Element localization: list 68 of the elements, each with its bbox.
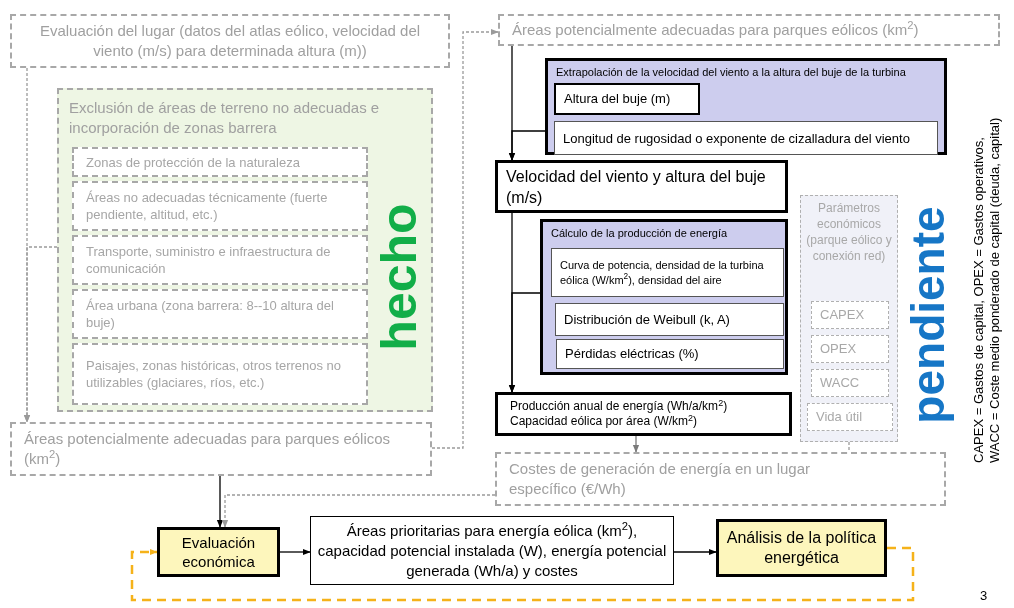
- list-item-box: [72, 235, 368, 285]
- parameter-box: [811, 301, 889, 329]
- parameter-box: [807, 403, 893, 431]
- parameter-box: [556, 339, 784, 369]
- node-text: Áreas prioritarias para energía eólica (km$^{2}$), capacidad potencial instalada (W), energía potencial generada (Wh/a) y costes: [316, 520, 668, 581]
- parameter-box: [811, 335, 889, 363]
- group-panel: [57, 88, 433, 412]
- arrow: [279, 548, 311, 556]
- parameter-box: [555, 303, 784, 336]
- node-text: Análisis de la política energética: [725, 528, 878, 568]
- node-text: Velocidad del viento y altura del buje (m/s): [506, 166, 767, 208]
- node-text: Producción anual de energía (Wh/a/km$^{2}$): [510, 399, 729, 414]
- arrow: [23, 246, 58, 423]
- list-item-box: [72, 181, 368, 231]
- process-box: [495, 160, 788, 213]
- list-item-box: [72, 289, 368, 339]
- arrow: [216, 475, 224, 528]
- node-text: Evaluación del lugar (datos del atlas eólico, velocidad del viento (m/s) para determinada altura (m)): [38, 21, 422, 61]
- parameter-box: [554, 83, 700, 115]
- node-text: Costes de generación de energía en un lugar específico (€/Wh): [509, 459, 812, 499]
- parameter-box: [811, 369, 889, 397]
- list-item-box: [72, 343, 368, 405]
- list-item-box: [72, 147, 368, 177]
- parameter-box: [554, 121, 938, 155]
- node-text: Pérdidas eléctricas (%): [565, 345, 699, 364]
- node-text: Paisajes, zonas históricas, otros terrenos no utilizables (glaciares, ríos, etc.): [86, 357, 343, 391]
- note-text: CAPEX = Gastos de capital, OPEX = Gastos operativos, WACC = Coste medio ponderado de capital (deuda, capital): [971, 116, 1003, 463]
- node-text: Capacidad eólica por área (W/km$^{2}$): [510, 414, 698, 429]
- process-box: [157, 527, 280, 577]
- node-text: WACC: [820, 374, 860, 393]
- group-panel: [800, 195, 898, 442]
- arrow: [221, 494, 496, 528]
- stamp-text: pendiente: [904, 205, 952, 426]
- node-text: Zonas de protección de la naturaleza: [86, 153, 300, 171]
- node-text: CAPEX: [820, 306, 865, 325]
- node-text: Curva de potencia, densidad de la turbina eólica (W/km$^{2}$), densidad del aire: [560, 257, 765, 288]
- node-text: Distribución de Weibull (k, A): [564, 310, 730, 329]
- node-text: Cálculo de la producción de energía: [551, 226, 729, 240]
- process-box: [716, 519, 887, 577]
- process-box: [495, 392, 792, 436]
- stamp-text: hecho: [372, 202, 426, 353]
- arrow: [673, 548, 717, 556]
- node-text: Áreas no adecuadas técnicamente (fuerte pendiente, altitud, etc.): [86, 189, 329, 223]
- node-text: Vida útil: [816, 408, 862, 427]
- node-text: Longitud de rugosidad o exponente de cizalladura del viento: [563, 130, 910, 146]
- node-text: Extrapolación de la velocidad del viento a la altura del buje de la turbina: [556, 65, 907, 79]
- node-text: Altura del buje (m): [564, 90, 671, 109]
- process-box: [498, 14, 1000, 46]
- arrow: [508, 130, 546, 161]
- arrow: [508, 292, 541, 393]
- group-panel: [545, 58, 947, 155]
- process-box: [10, 422, 432, 476]
- group-panel: [540, 219, 788, 375]
- node-text: Áreas potencialmente adecuadas para parques eólicos (km$^{2}$): [512, 20, 919, 40]
- page-number: 3: [980, 588, 988, 604]
- node-text: Parámetros económicos (parque eólico y conexión red): [805, 200, 893, 264]
- arrow: [130, 546, 915, 602]
- node-text: Evaluación económica: [180, 533, 257, 571]
- node-text: Área urbana (zona barrera: 8--10 altura del buje): [86, 297, 335, 331]
- arrow: [632, 435, 640, 453]
- node-text: Transporte, suministro e infraestructura de comunicación: [86, 243, 332, 277]
- node-text: Exclusión de áreas de terreno no adecuadas e incorporación de zonas barrera: [69, 98, 381, 138]
- process-box: [495, 452, 946, 506]
- parameter-box: [551, 248, 784, 297]
- arrow: [431, 28, 499, 449]
- process-box: [10, 14, 450, 68]
- node-text: Áreas potencialmente adecuadas para parques eólicos (km$^{2}$): [24, 429, 392, 469]
- node-text: OPEX: [820, 340, 857, 359]
